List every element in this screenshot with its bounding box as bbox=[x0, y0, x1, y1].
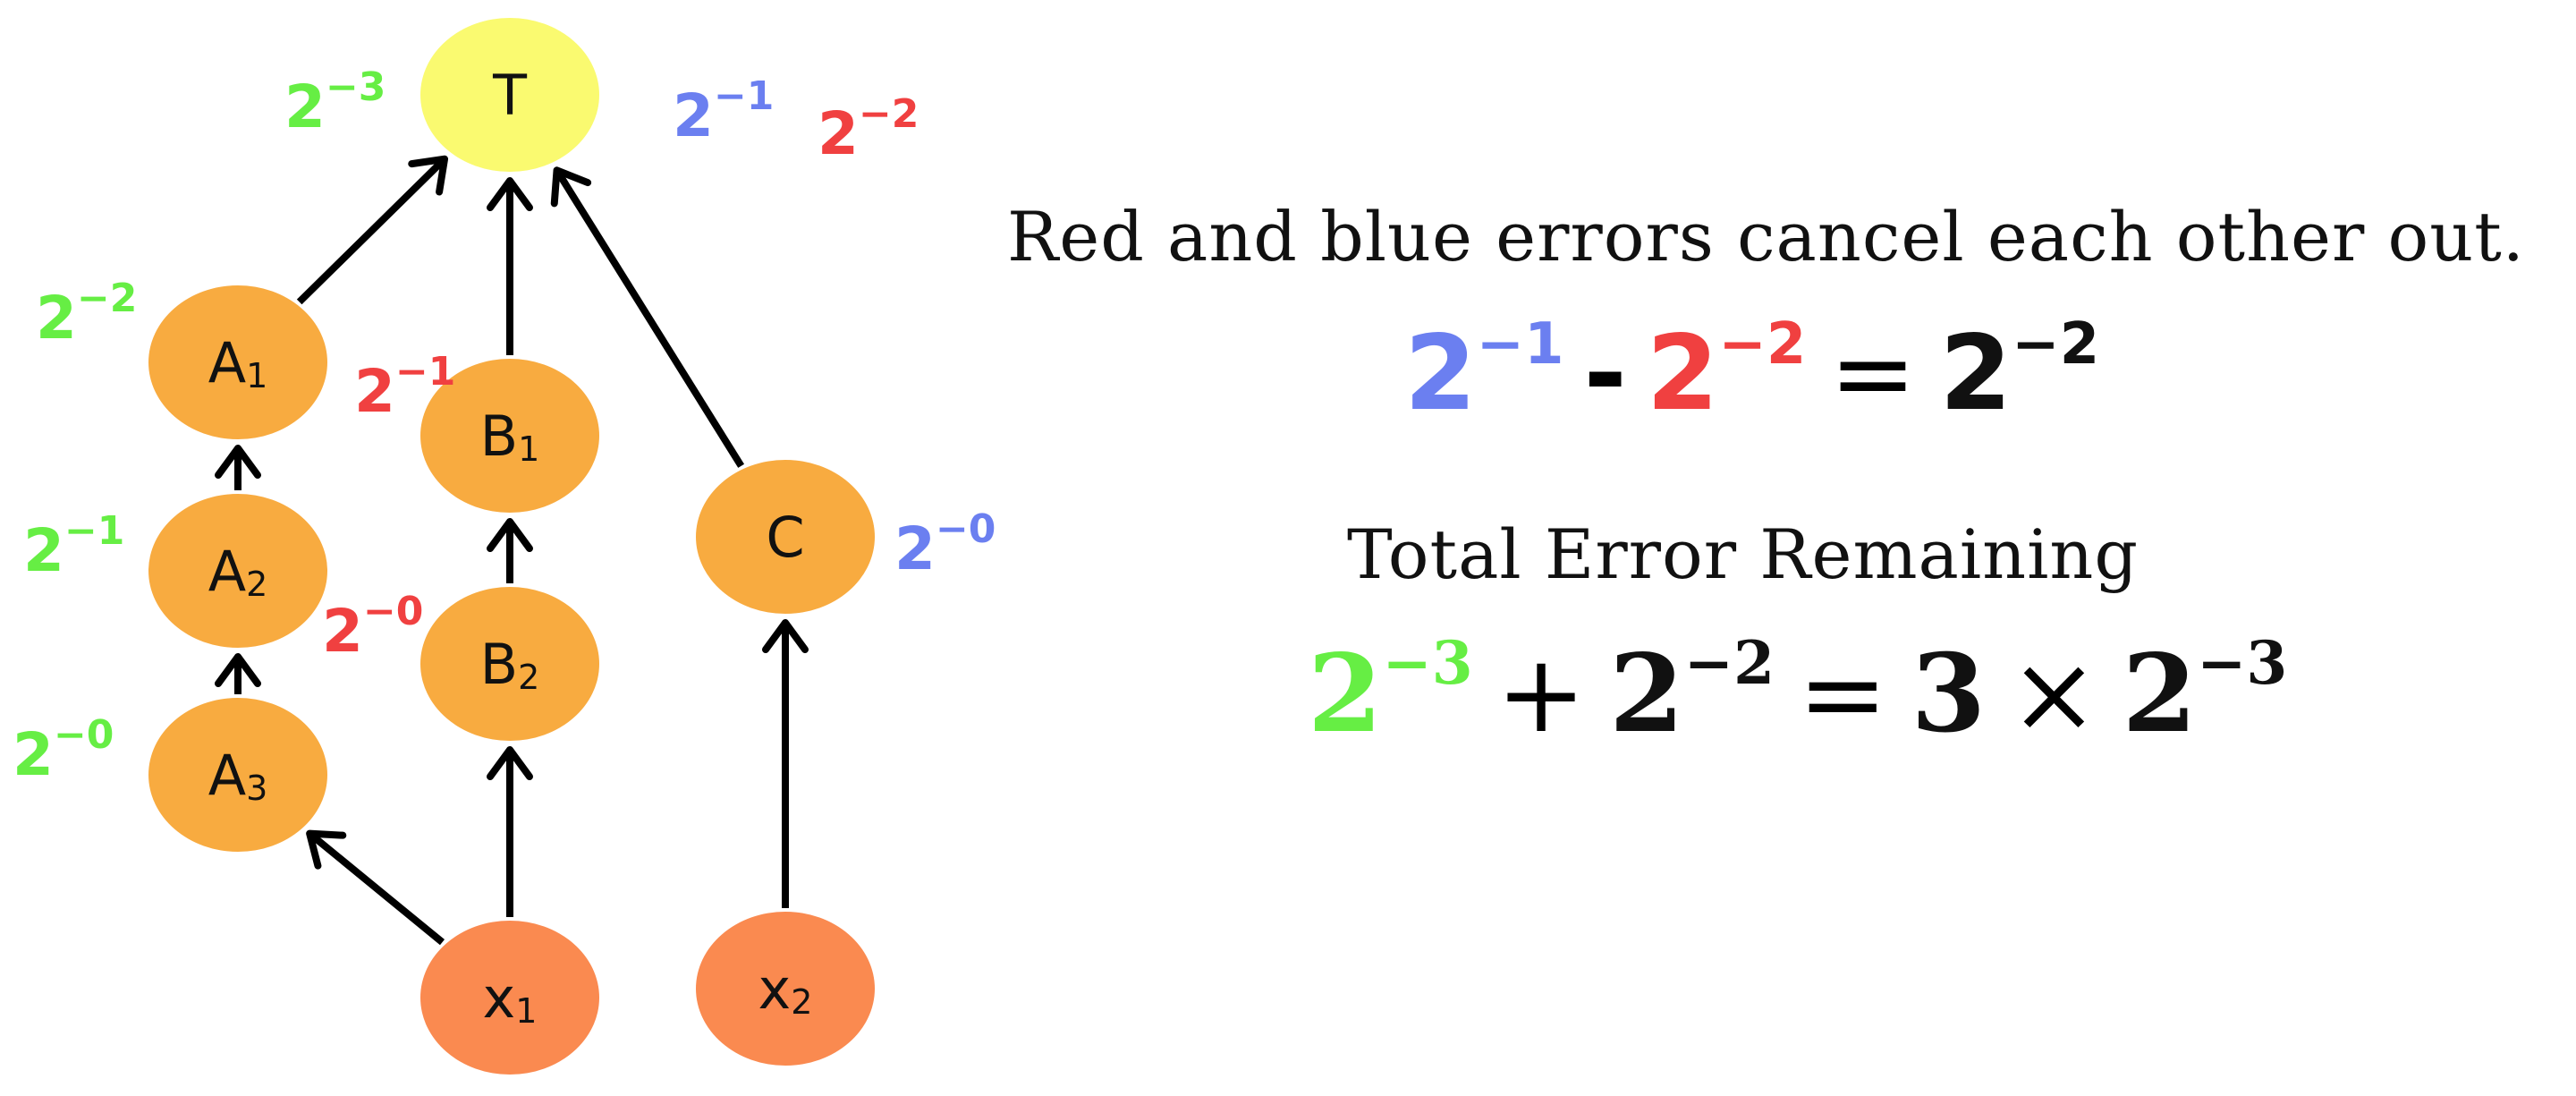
error-label-blue-C: 2−0 bbox=[894, 506, 996, 583]
node-label-B1: B1 bbox=[480, 404, 540, 469]
node-C: C bbox=[696, 460, 875, 614]
node-label-B2: B2 bbox=[480, 632, 540, 697]
error-labels-layer: 2−3 2−2 2−1 2−0 2−1 2−0 2−1 2−2 2−0 bbox=[13, 64, 996, 789]
arrow-C-to-T bbox=[550, 166, 745, 468]
arrow-B1-to-T bbox=[487, 177, 533, 355]
node-label-T: T bbox=[492, 63, 528, 128]
node-label-A1: A1 bbox=[208, 330, 268, 395]
cancel-result: 2−2 bbox=[1939, 310, 2100, 434]
minus-sign: - bbox=[1583, 313, 1627, 434]
node-B1: B1 bbox=[420, 359, 599, 513]
total-result: 2−3 bbox=[2122, 628, 2288, 757]
equals-sign: = bbox=[1798, 633, 1888, 757]
error-label-green-A3: 2−0 bbox=[13, 712, 114, 789]
node-T: T bbox=[420, 18, 599, 172]
error-label-red-T: 2−2 bbox=[818, 91, 919, 168]
cancel-statement: Red and blue errors cancel each other ou… bbox=[1007, 197, 2525, 276]
node-x2: x2 bbox=[696, 912, 875, 1066]
total-coefficient: 3 bbox=[1911, 631, 1987, 757]
arrow-B2-to-B1 bbox=[487, 518, 533, 583]
total-term-green: 2−3 bbox=[1308, 628, 1473, 757]
node-B2: B2 bbox=[420, 587, 599, 741]
node-A2: A2 bbox=[148, 494, 327, 648]
equals-sign: = bbox=[1829, 313, 1917, 434]
node-label-A3: A3 bbox=[208, 743, 268, 808]
error-label-red-B2: 2−0 bbox=[322, 589, 423, 666]
error-label-blue-T: 2−1 bbox=[673, 73, 774, 150]
cancel-term-red: 2−2 bbox=[1646, 310, 1807, 434]
arrow-x1-to-A3 bbox=[306, 829, 445, 946]
error-label-red-B1: 2−1 bbox=[354, 349, 455, 426]
node-A1: A1 bbox=[148, 285, 327, 439]
total-error-title: Total Error Remaining bbox=[1347, 514, 2139, 594]
cancel-term-blue: 2−1 bbox=[1404, 310, 1564, 434]
times-sign: × bbox=[2009, 633, 2099, 757]
total-equation: 2−3+2−2=3×2−3 bbox=[1308, 631, 2287, 757]
node-label-C: C bbox=[766, 505, 804, 570]
error-label-green-T: 2−3 bbox=[284, 64, 386, 141]
node-A3: A3 bbox=[148, 698, 327, 852]
arrow-x1-to-B2 bbox=[487, 746, 533, 917]
arrow-A3-to-A2 bbox=[215, 653, 261, 694]
error-label-green-A1: 2−2 bbox=[36, 276, 137, 353]
total-term-black: 2−2 bbox=[1609, 628, 1775, 757]
plus-sign: + bbox=[1496, 633, 1587, 757]
cancel-equation: 2−1-2−2=2−2 bbox=[1404, 313, 2099, 434]
node-label-x2: x2 bbox=[758, 956, 813, 1022]
node-label-x1: x1 bbox=[483, 965, 538, 1031]
arrow-x2-to-C bbox=[762, 619, 809, 908]
node-x1: x1 bbox=[420, 921, 599, 1075]
arrow-A1-to-T bbox=[296, 155, 449, 305]
node-label-A2: A2 bbox=[208, 539, 268, 604]
arrow-A2-to-A1 bbox=[215, 445, 261, 490]
error-label-green-A2: 2−1 bbox=[23, 508, 124, 585]
edges-layer bbox=[215, 155, 809, 946]
